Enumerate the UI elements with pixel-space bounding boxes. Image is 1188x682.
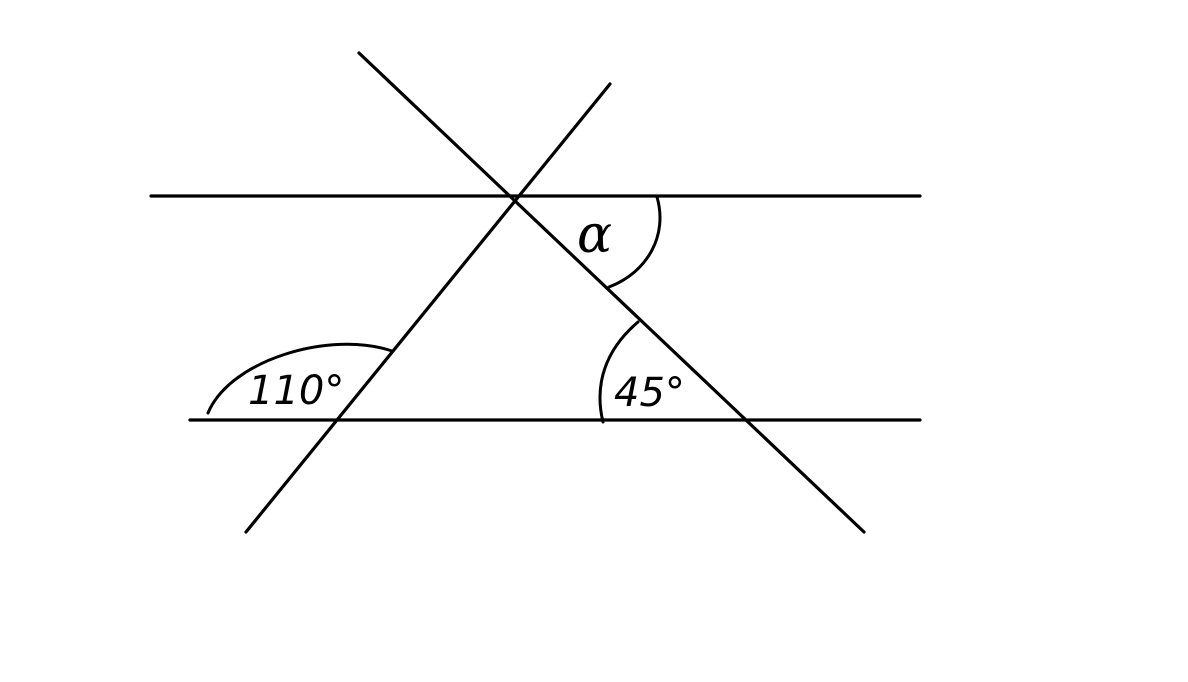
angle-arc-110	[206, 342, 394, 415]
angle-label-110: 110°	[248, 368, 344, 414]
angle-label-45: 45°	[614, 370, 685, 416]
ascending-transversal	[244, 82, 612, 534]
angle-arc-45	[598, 320, 640, 424]
angle-arc-alpha	[607, 195, 662, 289]
angle-label-alpha: α	[577, 205, 612, 265]
descending-transversal	[357, 51, 866, 534]
